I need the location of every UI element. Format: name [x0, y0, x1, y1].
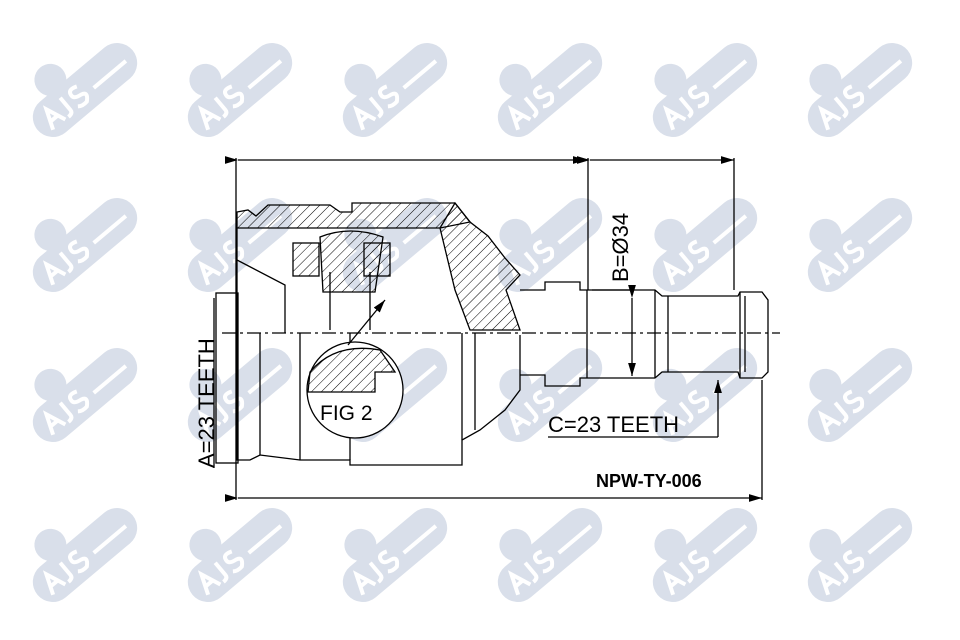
ajs-parts-watermark-logo [497, 348, 603, 442]
ajs-parts-watermark-logo [342, 43, 448, 137]
ajs-parts-watermark-logo [652, 508, 758, 602]
ajs-parts-watermark-logo [807, 508, 913, 602]
ajs-parts-watermark-logo [32, 348, 138, 442]
ajs-parts-watermark-logo [497, 508, 603, 602]
ajs-parts-watermark-logo [652, 198, 758, 292]
ajs-parts-watermark-logo [32, 198, 138, 292]
part-number: NPW-TY-006 [596, 471, 702, 491]
label-dim-a: A=23 TEETH [194, 338, 219, 468]
ajs-parts-watermark-logo [32, 508, 138, 602]
ajs-parts-watermark-logo [32, 43, 138, 137]
label-dim-c: C=23 TEETH [548, 412, 679, 437]
ajs-parts-watermark-logo [497, 43, 603, 137]
ajs-parts-watermark-logo [807, 198, 913, 292]
ajs-parts-watermark-logo [807, 43, 913, 137]
ajs-parts-watermark-logo [187, 43, 293, 137]
ajs-parts-watermark-logo [652, 43, 758, 137]
ajs-parts-watermark-logo [342, 508, 448, 602]
label-fig2: FIG 2 [320, 402, 373, 425]
ajs-parts-watermark-logo [187, 508, 293, 602]
ajs-parts-watermark-logo [807, 348, 913, 442]
label-dim-b: B=Ø34 [608, 213, 633, 282]
